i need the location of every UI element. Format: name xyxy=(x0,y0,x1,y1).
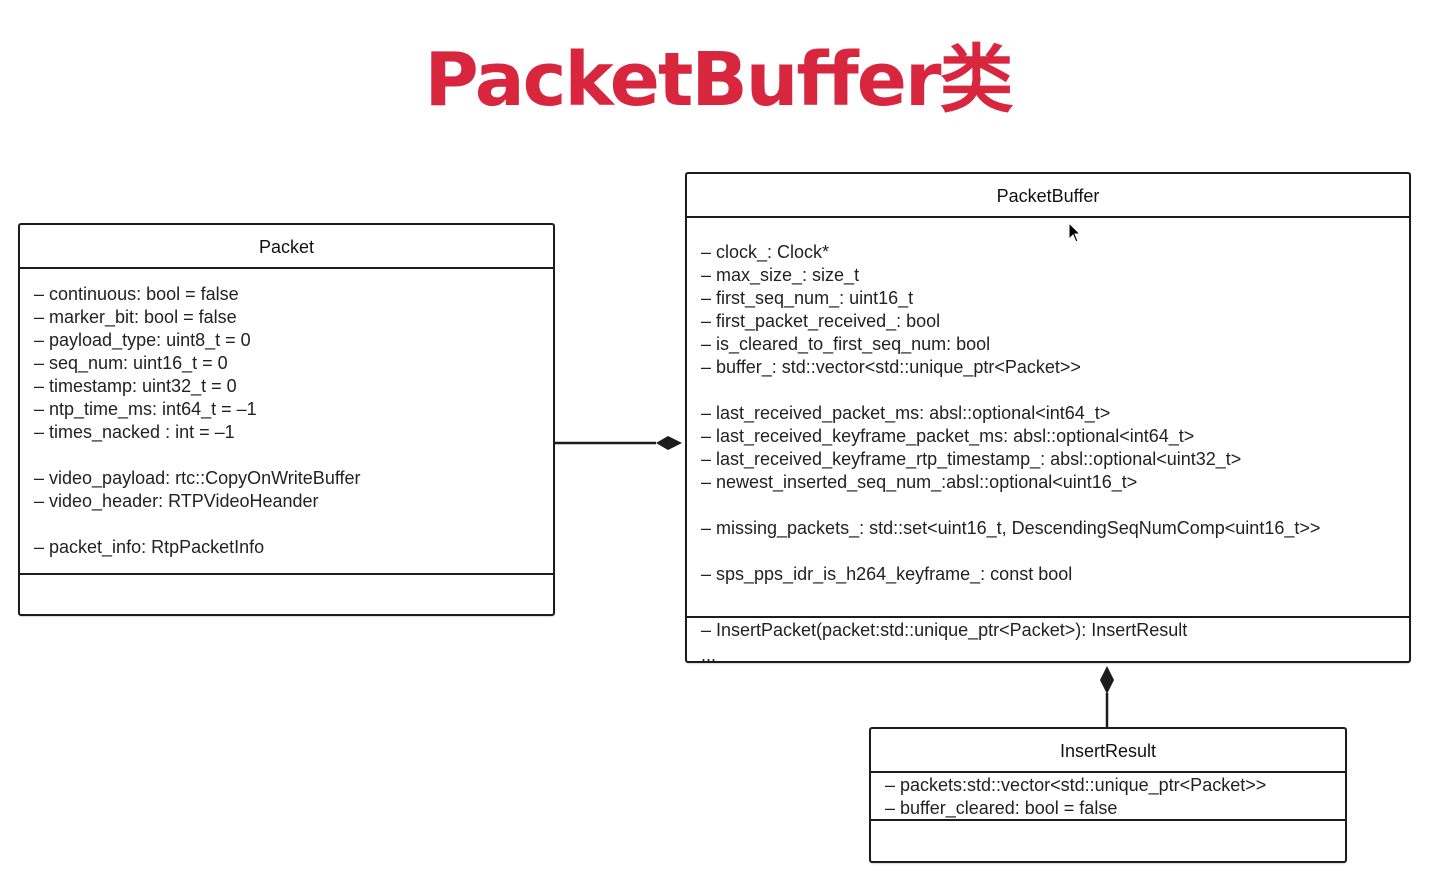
class-member: – ntp_time_ms: int64_t = –1 xyxy=(34,399,257,419)
class-member: – max_size_: size_t xyxy=(701,265,860,285)
class-member: – is_cleared_to_first_seq_num: bool xyxy=(701,334,991,354)
class-member: – sps_pps_idr_is_h264_keyframe_: const b… xyxy=(701,564,1073,584)
attributes-compartment-packetbuffer: – clock_: Clock* – max_size_: size_t – fir… xyxy=(687,218,1409,618)
class-member: – seq_num: uint16_t = 0 xyxy=(34,353,228,373)
class-box-packetbuffer[interactable]: PacketBuffer – clock_: Clock* – max_size_… xyxy=(685,172,1411,665)
page-title: PacketBuffer类 xyxy=(424,37,1014,123)
class-member: – video_payload: rtc::CopyOnWriteBuffer xyxy=(34,468,361,488)
class-box-insertresult[interactable]: InsertResult – packets:std::vector<std::… xyxy=(869,727,1347,863)
packetbuffer-composition-diamond-left xyxy=(656,436,682,450)
class-member: – InsertPacket(packet:std::unique_ptr<Pa… xyxy=(701,620,1188,640)
class-member: ... xyxy=(701,645,717,665)
class-member: – clock_: Clock* xyxy=(701,242,830,262)
class-member: – buffer_cleared: bool = false xyxy=(885,798,1118,818)
class-box-packet[interactable]: Packet – continuous: bool = false – marke… xyxy=(18,223,555,616)
class-name-packetbuffer: PacketBuffer xyxy=(687,174,1409,218)
class-member: – packets:std::vector<std::unique_ptr<Pa… xyxy=(885,775,1267,795)
mouse-pointer-icon xyxy=(1068,222,1082,243)
class-member: – first_packet_received_: bool xyxy=(701,311,941,331)
class-member: – buffer_: std::vector<std::unique_ptr<P… xyxy=(701,357,1081,377)
class-member: – marker_bit: bool = false xyxy=(34,307,237,327)
attributes-compartment-packet: – continuous: bool = false – marker_bit: … xyxy=(20,269,553,575)
class-name-packet: Packet xyxy=(20,225,553,269)
class-member: – missing_packets_: std::set<uint16_t, D… xyxy=(701,518,1321,538)
class-member: – video_header: RTPVideoHeander xyxy=(34,491,319,511)
class-member: – first_seq_num_: uint16_t xyxy=(701,288,914,308)
class-member: – payload_type: uint8_t = 0 xyxy=(34,330,251,350)
member-spacer xyxy=(701,494,1409,517)
class-member: – continuous: bool = false xyxy=(34,284,239,304)
member-spacer xyxy=(701,379,1409,402)
class-member: – times_nacked : int = –1 xyxy=(34,422,235,442)
class-member: – last_received_keyframe_rtp_timestamp_:… xyxy=(701,449,1242,469)
member-spacer xyxy=(34,513,553,536)
member-spacer xyxy=(34,444,553,467)
operations-compartment-packetbuffer: – InsertPacket(packet:std::unique_ptr<Pa… xyxy=(687,618,1409,668)
attributes-compartment-insertresult: – packets:std::vector<std::unique_ptr<Pa… xyxy=(871,773,1345,821)
class-member: – newest_inserted_seq_num_:absl::optiona… xyxy=(701,472,1138,492)
class-member: – timestamp: uint32_t = 0 xyxy=(34,376,237,396)
class-member: – packet_info: RtpPacketInfo xyxy=(34,537,265,557)
member-spacer xyxy=(701,540,1409,563)
class-member: – last_received_packet_ms: absl::optiona… xyxy=(701,403,1111,423)
class-name-insertresult: InsertResult xyxy=(871,729,1345,773)
packetbuffer-composition-diamond-bottom xyxy=(1100,666,1114,694)
class-member: – last_received_keyframe_packet_ms: absl… xyxy=(701,426,1195,446)
